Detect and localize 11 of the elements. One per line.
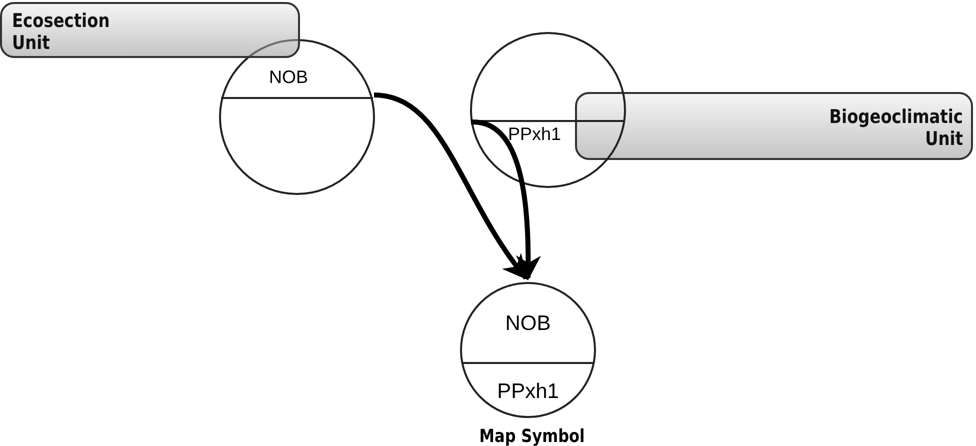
code-label: PPxh1 — [507, 123, 562, 146]
arrow — [470, 120, 541, 280]
label-band — [575, 92, 973, 160]
code-label: NOB — [504, 312, 552, 336]
circle — [470, 32, 626, 188]
unit-label: Ecosection Unit — [12, 10, 111, 54]
unit-label: Biogeoclimatic Unit — [828, 106, 963, 150]
caption-text: Map Symbol — [479, 426, 585, 446]
code-label: PPxh1 — [496, 380, 560, 404]
label-band — [0, 2, 300, 58]
arrow — [374, 92, 528, 280]
